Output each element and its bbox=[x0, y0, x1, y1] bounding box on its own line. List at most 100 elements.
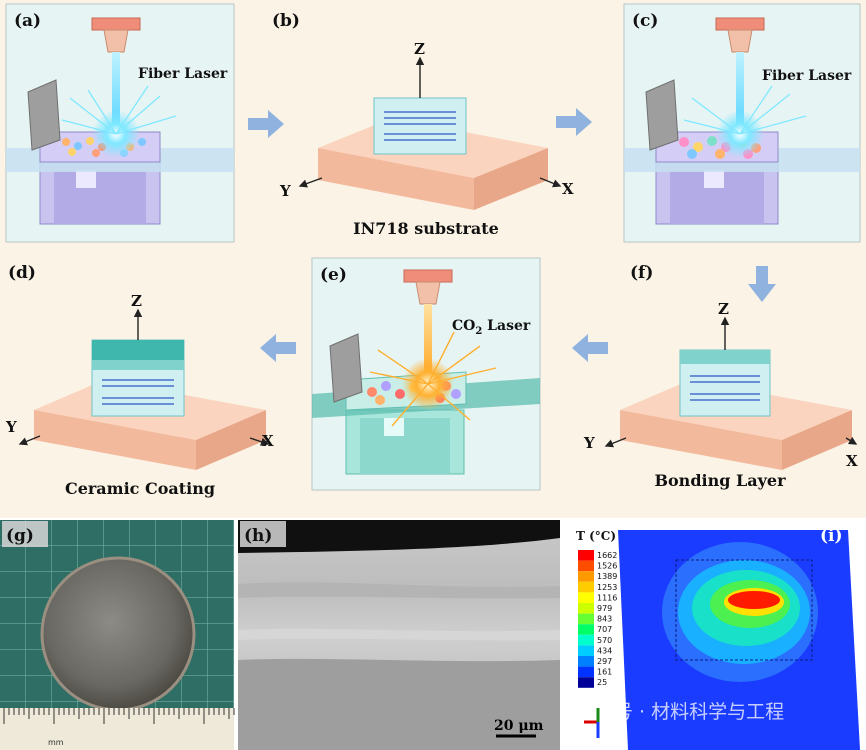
legend-value: 1526 bbox=[597, 562, 617, 571]
substrate-left-face bbox=[318, 148, 474, 210]
laser-name-tail: Laser bbox=[482, 318, 531, 334]
coated-sample-disc bbox=[40, 556, 196, 712]
legend-value: 570 bbox=[597, 636, 612, 645]
panel-g-label-bg bbox=[2, 521, 48, 547]
fiber-stripes bbox=[384, 111, 456, 141]
laser-name-subscript: 2 bbox=[475, 326, 482, 337]
laser-head bbox=[91, 17, 141, 31]
legend-value: 161 bbox=[597, 668, 612, 677]
chamber-inner bbox=[54, 170, 146, 224]
laser-head bbox=[403, 269, 453, 283]
legend-swatch bbox=[578, 645, 594, 656]
legend-swatch bbox=[578, 581, 594, 593]
substrate-right-face bbox=[196, 410, 266, 470]
legend-swatch bbox=[578, 624, 594, 635]
recoater-blade bbox=[27, 79, 61, 151]
panel-d-label: (d) bbox=[8, 263, 36, 283]
bonding-layer-band bbox=[92, 360, 184, 370]
panel-g-label: (g) bbox=[6, 526, 34, 546]
laser-head bbox=[715, 17, 765, 31]
spark-lines bbox=[369, 331, 497, 427]
recoater-blade bbox=[329, 333, 363, 403]
axis-y-label: Y bbox=[279, 182, 291, 200]
laser-beam bbox=[736, 52, 744, 136]
panel-f-label: (f) bbox=[630, 263, 653, 283]
temperature-legend: 1662152613891253111697984370757043429716… bbox=[578, 550, 617, 688]
legend-value: 297 bbox=[597, 657, 612, 666]
ruler-unit-label: mm bbox=[48, 738, 64, 747]
flow-arrow-a-to-b bbox=[248, 110, 284, 138]
axis-x-line bbox=[539, 177, 562, 188]
sem-substrate-region bbox=[238, 658, 560, 750]
legend-swatch bbox=[578, 656, 594, 667]
ceramic-top-layer bbox=[92, 340, 184, 360]
coordinate-triad bbox=[584, 708, 600, 738]
chamber-slot bbox=[76, 170, 96, 188]
panel-h-label-bg bbox=[240, 521, 286, 547]
flow-arrow-e-to-d bbox=[260, 334, 296, 362]
fiber-stripes bbox=[690, 375, 760, 401]
legend-value: 843 bbox=[597, 615, 612, 624]
chamber-slot bbox=[384, 418, 404, 436]
legend-swatch bbox=[578, 550, 594, 561]
sem-interface-band bbox=[238, 582, 560, 599]
panel-c-laser-label: Fiber Laser bbox=[762, 68, 852, 84]
legend-value: 979 bbox=[597, 604, 612, 613]
melt-pool-peak bbox=[728, 591, 780, 609]
panel-a: (a) Fiber Laser bbox=[5, 3, 235, 243]
axis-y-line bbox=[604, 437, 627, 448]
axis-z-label: Z bbox=[414, 40, 425, 58]
mesh-outline bbox=[675, 559, 813, 661]
laser-nozzle bbox=[415, 281, 441, 305]
substrate-right-face bbox=[782, 410, 852, 470]
substrate-left-face bbox=[620, 410, 782, 470]
axis-x-label: X bbox=[562, 180, 574, 198]
legend-swatch bbox=[578, 634, 594, 646]
scale-bar-label: 20 μm bbox=[494, 718, 544, 734]
legend-swatch bbox=[578, 677, 594, 688]
panel-h-label: (h) bbox=[244, 526, 272, 546]
legend-swatch bbox=[578, 666, 594, 678]
legend-swatch bbox=[578, 613, 594, 625]
axis-y-label: Y bbox=[583, 434, 595, 452]
legend-value: 1116 bbox=[597, 593, 617, 602]
legend-swatch bbox=[578, 603, 594, 614]
panel-a-label: (a) bbox=[14, 11, 41, 31]
legend-swatch bbox=[578, 592, 594, 603]
flow-arrow-f-to-e bbox=[572, 334, 608, 362]
sem-interface-band bbox=[238, 628, 560, 641]
panel-a-laser-label: Fiber Laser bbox=[138, 66, 228, 82]
legend-value: 25 bbox=[597, 678, 607, 687]
legend-swatch bbox=[578, 560, 594, 572]
axis-z-label: Z bbox=[131, 292, 142, 310]
laser-name-main: CO bbox=[452, 318, 475, 334]
axis-y-line bbox=[298, 177, 323, 188]
axis-x-label: X bbox=[262, 432, 274, 450]
panel-i: T (°C) 166215261389125311169798437075704… bbox=[562, 520, 866, 750]
axis-x-line bbox=[845, 436, 858, 445]
panel-e: (e) CO2 Laser bbox=[311, 257, 541, 491]
ceramic-caption: Ceramic Coating bbox=[65, 479, 215, 498]
panel-c-label: (c) bbox=[632, 11, 658, 31]
legend-value: 1253 bbox=[597, 583, 617, 592]
laser-beam bbox=[112, 52, 120, 136]
panel-b-label: (b) bbox=[272, 11, 300, 31]
legend-swatch bbox=[578, 571, 594, 582]
fiber-stripes bbox=[102, 379, 174, 405]
axis-x-line bbox=[249, 437, 270, 446]
legend-value: 434 bbox=[597, 646, 612, 655]
axis-x-label: X bbox=[846, 452, 858, 470]
flow-arrow-c-to-f bbox=[748, 266, 776, 302]
watermark-text: 号 · 材料科学与工程 bbox=[614, 701, 784, 723]
legend-value: 1389 bbox=[597, 572, 617, 581]
panel-i-label: (i) bbox=[820, 526, 843, 546]
axis-y-label: Y bbox=[5, 418, 17, 436]
bonding-top-layer bbox=[680, 350, 770, 364]
sem-top-dark-region bbox=[238, 520, 560, 553]
legend-title: T (°C) bbox=[576, 529, 616, 543]
axis-z-label: Z bbox=[718, 300, 729, 318]
flow-arrow-b-to-c bbox=[556, 108, 592, 136]
panel-h: 20 μm (h) bbox=[238, 520, 560, 750]
legend-value: 707 bbox=[597, 625, 612, 634]
